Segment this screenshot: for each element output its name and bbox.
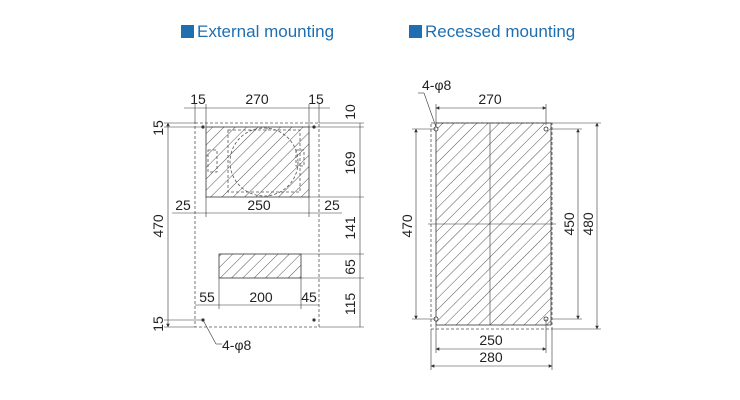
dim-label: 65 [342, 259, 358, 275]
external-drawing: 15 270 15 15 470 15 10 169 141 65 115 25… [150, 91, 364, 353]
hole-spec-label: 4-φ8 [422, 77, 452, 93]
dim-label: 470 [399, 214, 415, 238]
external-mounting-title: External mounting [181, 22, 334, 42]
mount-hole [543, 126, 549, 132]
fan-outline [229, 127, 299, 197]
dim-label: 15 [150, 316, 166, 332]
dim-label: 25 [324, 197, 340, 213]
hole-spec-label: 4-φ8 [222, 337, 252, 353]
dim-label: 270 [478, 91, 502, 107]
title-marker-icon [409, 25, 422, 38]
connector-outline-right [295, 149, 305, 167]
dim-label: 15 [150, 120, 166, 136]
dim-label: 200 [249, 289, 273, 305]
dim-label: 480 [580, 212, 596, 236]
dim-label: 280 [479, 349, 503, 365]
hole-leader [202, 319, 217, 345]
dim-label: 10 [342, 104, 358, 120]
recessed-mounting-title: Recessed mounting [409, 22, 575, 42]
dim-label: 25 [175, 197, 191, 213]
dim-label: 450 [561, 212, 577, 236]
dim-label: 270 [245, 91, 269, 107]
external-panel-outline [194, 122, 320, 328]
connector-outline [207, 149, 218, 173]
dim-label: 55 [199, 289, 215, 305]
dim-label: 115 [342, 293, 358, 316]
dim-label: 169 [342, 151, 358, 175]
dim-label: 15 [308, 91, 324, 107]
recessed-drawing: 4-φ8 270 470 450 480 250 280 [399, 77, 601, 370]
mount-hole [312, 318, 316, 322]
dim-label: 141 [342, 216, 358, 240]
title-marker-icon [181, 25, 194, 38]
fan-housing-outline [227, 129, 301, 193]
external-lower-cutout [218, 253, 302, 279]
hole-leader [423, 92, 437, 128]
dim-label: 45 [301, 289, 317, 305]
dim-label: 250 [479, 332, 503, 348]
dim-label: 250 [247, 197, 271, 213]
dim-label: 15 [190, 91, 206, 107]
dim-label: 470 [150, 214, 166, 238]
external-upper-cutout [205, 126, 310, 198]
